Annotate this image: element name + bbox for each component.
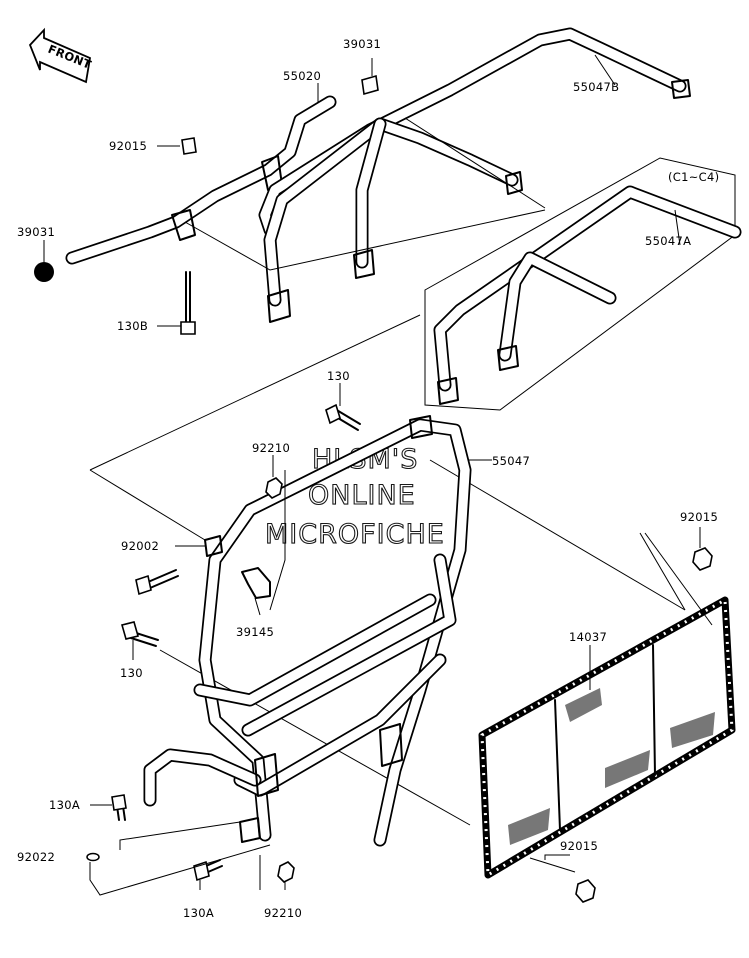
watermark-line3: MICROFICHE [265,519,445,550]
callout-92022: 92022 [17,850,55,864]
bolt-92015-top [181,137,197,155]
callout-130-top: 130 [327,369,350,383]
front-frame-55047 [143,415,472,847]
bolt-130-left [121,621,159,647]
callout-92015-right: 92015 [680,510,718,524]
callout-130-left: 130 [120,666,143,680]
callout-130A-bottom: 130A [183,906,214,920]
grip-cap-39031-left [34,262,54,282]
callout-92015-bottom: 92015 [560,839,598,853]
bracket-39145 [241,567,271,599]
callout-92002: 92002 [121,539,159,553]
nut-92210-top [265,477,283,499]
nut-92015-right [692,547,713,571]
callout-39031-top: 39031 [343,37,381,51]
bolt-92002 [135,569,179,596]
callout-55047A: 55047A [645,234,691,248]
washer-92022 [86,852,100,862]
callout-55047: 55047 [492,454,530,468]
bolt-130-top [325,403,361,431]
screen-panel-14037 [478,596,736,879]
bolt-130A-left [111,794,127,821]
nut-92015-bottom [575,879,596,903]
front-arrow-icon: FRONT [28,27,93,84]
callout-labels: 39031 55020 55047B 92015 39031 55047A 13… [17,37,718,920]
nut-92210-bottom [277,861,295,883]
grip-cap-39031-top [361,74,379,96]
rear-frame-55047B [258,27,691,323]
callout-39145: 39145 [236,625,274,639]
watermark-line2: ONLINE [308,480,416,511]
callout-92210-bottom: 92210 [264,906,302,920]
callout-14037: 14037 [569,630,607,644]
callout-55020: 55020 [283,69,321,83]
rear-frame-55047A [433,185,742,405]
callout-92015-top: 92015 [109,139,147,153]
callout-39031-left: 39031 [17,225,55,239]
variant-note: (C1~C4) [668,170,719,184]
callout-130A-left: 130A [49,798,80,812]
group-outline-upper [184,117,546,271]
bolt-130B [180,271,196,335]
group-outline-main [89,314,686,826]
callout-55047B: 55047B [573,80,619,94]
callout-130B: 130B [117,319,148,333]
leader-lines [43,54,713,896]
callout-92210-top: 92210 [252,441,290,455]
